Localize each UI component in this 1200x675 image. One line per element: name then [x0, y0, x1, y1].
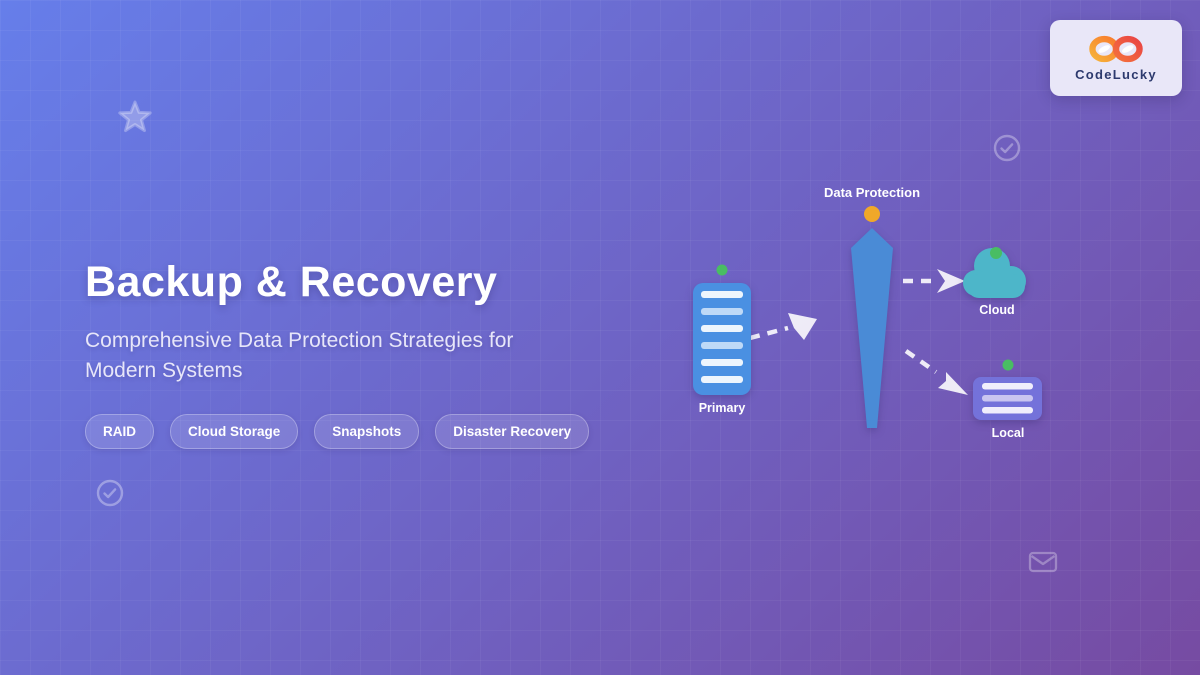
badge-raid: RAID	[85, 414, 154, 449]
logo-card: CodeLucky	[1050, 20, 1182, 96]
primary-server-icon	[693, 283, 751, 395]
cloud-status-dot	[990, 247, 1002, 259]
badge-list: RAID Cloud Storage Snapshots Disaster Re…	[85, 414, 590, 449]
infinity-logo-icon	[1089, 35, 1143, 63]
protection-status-dot	[864, 206, 880, 222]
cloud-icon	[963, 248, 1026, 298]
local-status-dot	[1002, 359, 1014, 371]
badge-snapshots: Snapshots	[314, 414, 420, 449]
logo-text: CodeLucky	[1075, 67, 1157, 82]
arrowhead-protection-to-local	[938, 372, 968, 395]
shield-icon	[851, 228, 893, 428]
primary-status-dot	[716, 264, 728, 276]
badge-cloud-storage: Cloud Storage	[170, 414, 299, 449]
check-circle-icon	[993, 134, 1021, 162]
backup-flow-diagram: Data Protection Primary Cloud	[693, 185, 1042, 440]
page-title: Backup & Recovery	[85, 258, 498, 306]
page-subtitle: Comprehensive Data Protection Strategies…	[85, 329, 514, 383]
local-storage-icon	[973, 377, 1042, 420]
arrow-primary-to-protection	[749, 325, 789, 341]
arrow-protection-to-local	[904, 349, 938, 374]
star-icon	[118, 100, 152, 133]
arrowhead-primary-to-protection	[788, 313, 817, 340]
badge-disaster-recovery: Disaster Recovery	[435, 414, 590, 449]
protection-label: Data Protection	[824, 185, 920, 200]
local-label: Local	[992, 426, 1025, 440]
cloud-label: Cloud	[979, 303, 1014, 317]
arrowhead-protection-to-cloud	[937, 269, 965, 293]
check-circle-icon	[96, 479, 124, 507]
mail-icon	[1028, 551, 1058, 573]
primary-label: Primary	[699, 401, 746, 415]
